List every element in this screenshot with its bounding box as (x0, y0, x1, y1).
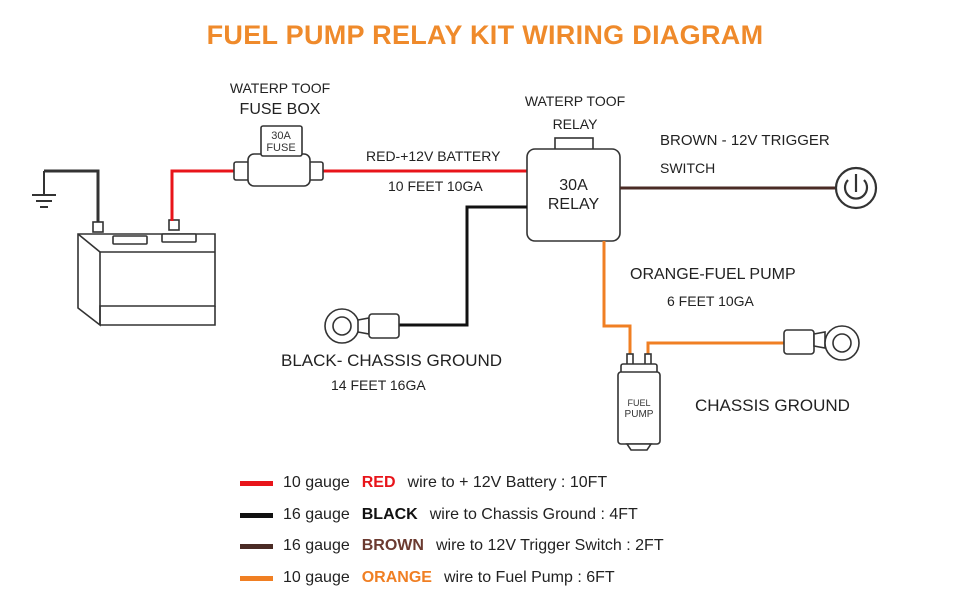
legend-color-word: ORANGE (361, 569, 432, 586)
fuse-box-label: FUSE BOX (239, 101, 321, 118)
ground-symbol-icon (32, 171, 56, 208)
legend-description: wire to + 12V Battery : 10FT (407, 474, 608, 491)
ground-wire (44, 169, 100, 223)
legend-color-word: RED (361, 474, 396, 491)
black-wire-length-label: 14 FEET 16GA (331, 377, 426, 393)
brown-wire-switch-label: SWITCH (660, 160, 716, 176)
fuel-pump-label: PUMP (625, 409, 654, 420)
legend-gauge: 16 gauge (283, 506, 350, 523)
orange-wire-relay-to-pump (602, 241, 632, 356)
battery-icon (77, 219, 216, 327)
relay-box-label: RELAY (547, 196, 600, 213)
relay-title-label: RELAY (552, 116, 598, 132)
orange-wire-length-label: 6 FEET 10GA (667, 293, 754, 309)
fuel-pump-label: FUEL (627, 398, 650, 408)
fuse-box-label: WATERP TOOF (229, 80, 331, 96)
legend-color-word: BLACK (361, 506, 418, 523)
legend-description: wire to Chassis Ground : 4FT (429, 506, 638, 523)
fuse-label: 30A (271, 130, 291, 142)
red-wire-label: RED-+12V BATTERY (366, 148, 501, 164)
relay-icon (526, 137, 621, 242)
red-wire-length-label: 10 FEET 10GA (388, 178, 483, 194)
black-wire (399, 205, 527, 327)
orange-wire-label: ORANGE-FUEL PUMP (630, 266, 796, 283)
legend-description: wire to Fuel Pump : 6FT (443, 569, 615, 586)
black-swatch (240, 512, 273, 518)
legend-row-orange: 10 gauge ORANGE wire to Fuel Pump : 6FT (240, 566, 615, 590)
page-title: FUEL PUMP RELAY KIT WIRING DIAGRAM (206, 20, 764, 50)
chassis-ground-label: CHASSIS GROUND (695, 396, 850, 415)
legend-gauge: 10 gauge (283, 569, 350, 586)
legend-description: wire to 12V Trigger Switch : 2FT (435, 537, 664, 554)
legend-gauge: 10 gauge (283, 474, 350, 491)
legend-color-word: BROWN (361, 537, 424, 554)
power-switch-icon (834, 166, 878, 210)
red-wire-battery-to-fuse (170, 169, 234, 221)
fuel-pump-icon (617, 353, 661, 451)
red-swatch (240, 480, 273, 486)
fuse-icon (233, 125, 324, 187)
relay-box-label: 30A (559, 177, 588, 194)
relay-title-label: WATERP TOOF (524, 93, 626, 109)
fuse-label: FUSE (266, 142, 295, 154)
legend-row-black: 16 gauge BLACK wire to Chassis Ground : … (240, 503, 638, 527)
brown-wire-label: BROWN - 12V TRIGGER (660, 132, 830, 149)
ring-terminal-icon (783, 325, 860, 361)
orange-swatch (240, 575, 273, 581)
legend-row-brown: 16 gauge BROWN wire to 12V Trigger Switc… (240, 534, 664, 558)
orange-wire-pump-to-ground (646, 341, 784, 356)
black-wire-label: BLACK- CHASSIS GROUND (281, 351, 503, 370)
legend-row-red: 10 gauge RED wire to + 12V Battery : 10F… (240, 471, 607, 495)
ring-terminal-icon (324, 308, 400, 344)
brown-swatch (240, 543, 273, 549)
legend-gauge: 16 gauge (283, 537, 350, 554)
